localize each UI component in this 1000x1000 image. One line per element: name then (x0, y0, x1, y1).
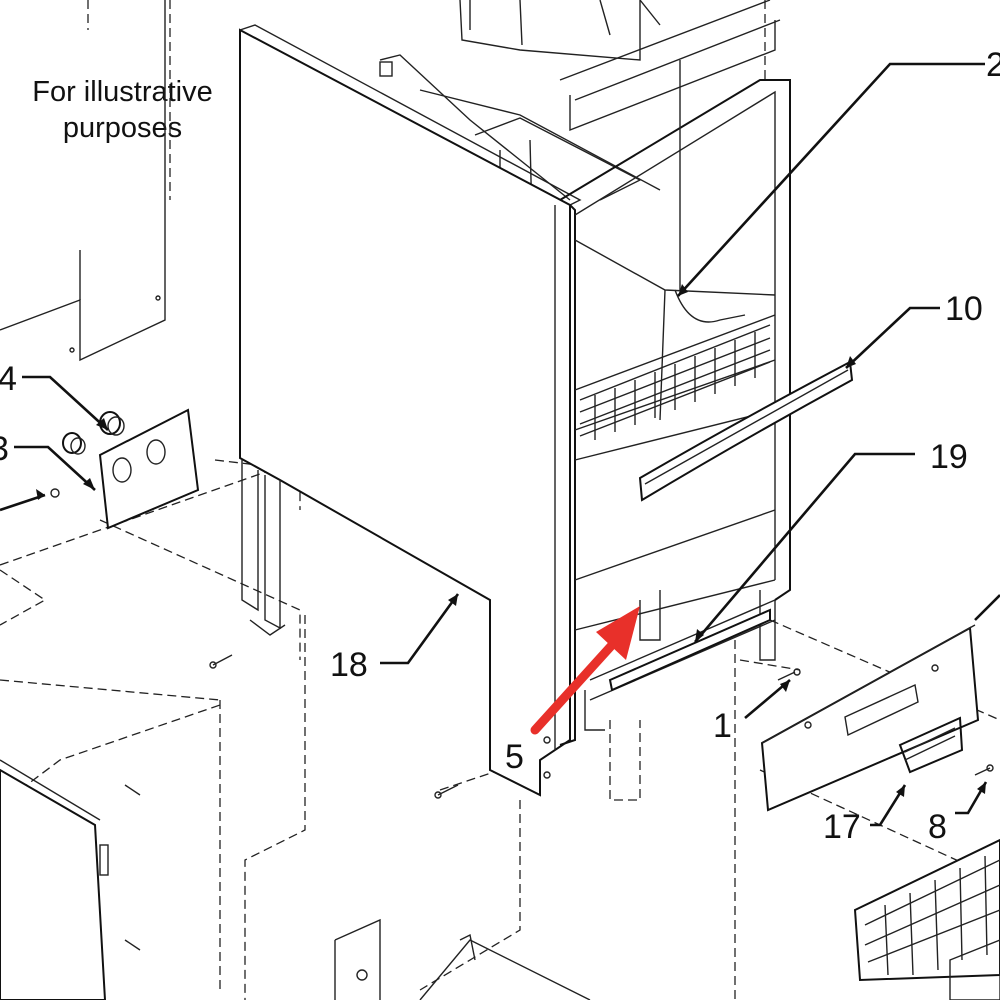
door-handle (638, 360, 854, 502)
right-guide-lines (609, 0, 1000, 1000)
note-line-1: For illustrative (32, 76, 213, 108)
callout-5: 5 (505, 738, 524, 776)
callout-1: 1 (713, 707, 732, 745)
callout-labels: 2 10 19 4 3 18 5 1 17 8 (0, 46, 1000, 846)
vent-grille (853, 838, 1000, 1000)
callout-19: 19 (930, 438, 968, 476)
lower-left-door (0, 759, 141, 1000)
callout-3: 3 (0, 430, 9, 468)
drawer-panel (760, 624, 980, 812)
callout-8: 8 (928, 808, 947, 846)
kick-strip (608, 608, 771, 692)
note-line-2: purposes (62, 112, 183, 144)
leader-lines (0, 62, 1000, 827)
callout-2: 2 (986, 46, 1000, 84)
base-frame (334, 918, 591, 1000)
highlight-arrow (530, 606, 640, 735)
callout-4: 4 (0, 360, 17, 398)
bracket-plate (50, 408, 200, 530)
illustrative-note: For illustrative purposes (10, 74, 235, 146)
upper-left-panel (0, 0, 166, 362)
cabinet-side-panel (239, 24, 582, 797)
screws (209, 654, 994, 799)
callout-17: 17 (823, 808, 861, 846)
callout-10: 10 (945, 290, 983, 328)
callout-18: 18 (330, 646, 368, 684)
cabinet-front-frame (559, 60, 791, 746)
